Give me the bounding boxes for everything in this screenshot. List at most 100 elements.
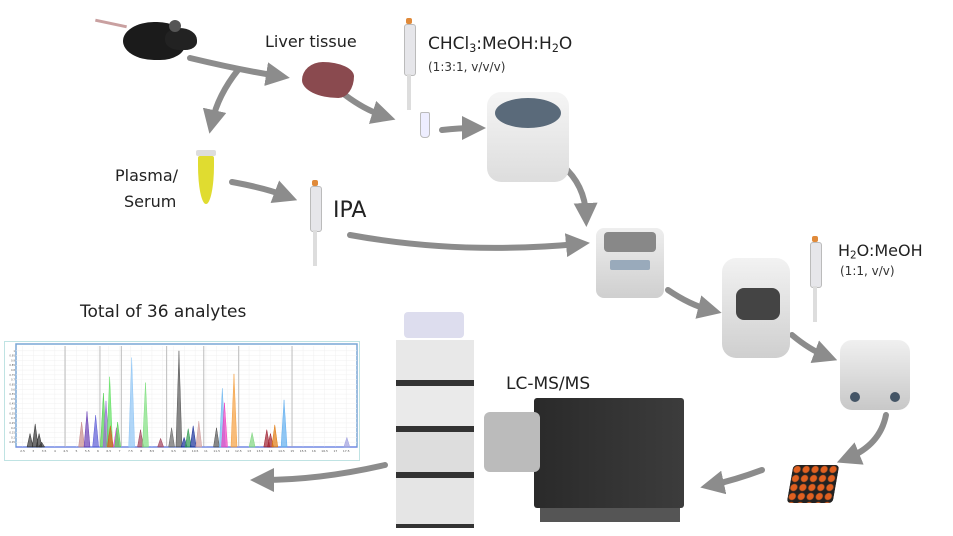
chromatogram-peak [175,350,183,448]
solvent-part: O [558,34,573,54]
subscript: 2 [850,249,857,262]
subscript: 3 [469,41,477,55]
arrow-vials-to-lcms [700,467,765,495]
y-tick-label: 0.8 [11,368,15,372]
plasma-tube-icon [196,150,216,205]
x-tick-label: 16.5 [321,449,328,453]
lcms-label: LC-MS/MS [506,374,591,394]
x-tick-label: 8 [140,449,142,453]
x-tick-label: 15 [290,449,294,453]
x-tick-label: 4 [54,449,56,453]
liver-tissue-label: Liver tissue [265,32,357,51]
x-tick-label: 5 [75,449,77,453]
x-tick-label: 13.5 [257,449,264,453]
y-tick-label: 0.4 [11,407,15,411]
chromatogram-peak [184,428,192,448]
y-tick-label: 0.25 [9,421,15,425]
x-tick-label: 16 [312,449,316,453]
y-tick-label: 0.55 [9,392,15,396]
solvent-part: O:MeOH [856,241,923,260]
y-tick-label: 0.3 [11,416,15,420]
chromatogram-peak [343,436,351,448]
thermomixer-image [596,228,664,298]
mouse-image [95,10,200,65]
y-tick-label: 0.35 [9,411,15,415]
chromatogram-peak [137,429,144,448]
chromatogram-peak [271,424,279,448]
total-analytes-label: Total of 36 analytes [80,302,247,322]
chromatogram-peak [230,373,238,448]
chromatogram-peak [38,441,46,448]
y-tick-label: 0.15 [9,431,15,435]
chromatogram-peak [189,425,197,448]
y-tick-label: 0.85 [9,363,15,367]
pipette-icon [404,18,416,110]
pipette-icon [310,180,322,266]
pipette-icon [810,236,822,322]
arrow-thermomixer-to-speedvac [665,287,722,319]
x-tick-label: 13 [247,449,251,453]
y-tick-label: 0.6 [11,387,15,391]
x-tick-label: 11.5 [213,449,220,453]
x-tick-label: 9.5 [171,449,176,453]
x-tick-label: 3 [32,449,34,453]
mass-spectrometer-image [484,398,688,526]
chromatogram-peak [195,420,203,448]
chromatogram-peak [142,382,149,448]
x-tick-label: 5.5 [85,449,90,453]
x-tick-label: 7.5 [128,449,133,453]
arrow-liver-to-pipette [342,92,396,124]
chromatogram-peak [26,433,34,448]
x-tick-label: 10 [182,449,186,453]
chromatogram-peak [92,415,99,448]
extraction-ratio-label: (1:3:1, v/v/v) [428,60,506,74]
ipa-label: IPA [333,198,367,223]
arrow-ipa-to-thermomixer [347,232,590,258]
x-tick-label: 17.5 [343,449,350,453]
arrow-centrifuge-to-vials [836,412,889,465]
x-tick-label: 6.5 [106,449,111,453]
x-tick-label: 4.5 [63,449,68,453]
x-tick-label: 12.5 [235,449,242,453]
y-tick-label: 0.1 [11,435,15,439]
x-tick-label: 14 [269,449,273,453]
extraction-solvent-label: CHCl3:MeOH:H2O [428,34,572,55]
x-tick-label: 14.5 [278,449,285,453]
solvent-part: :MeOH:H [476,34,552,54]
x-tick-label: 3.5 [42,449,47,453]
x-tick-label: 9 [162,449,164,453]
x-tick-label: 6 [97,449,99,453]
x-tick-label: 8.5 [150,449,155,453]
chromatogram-peak [83,411,91,448]
subscript: 2 [551,41,559,55]
chromatogram-peak [114,421,121,448]
chromatogram-peak [128,357,135,448]
plot-frame [15,343,358,448]
microcentrifuge-image [840,340,910,410]
y-tick-label: 0.7 [11,378,15,382]
arrow-speedvac-to-centrifuge [789,332,838,364]
y-tick-label: 0.75 [9,373,15,377]
y-tick-label: 0.95 [9,354,15,358]
chromatogram-peak [157,437,164,448]
x-tick-label: 7 [119,449,121,453]
reconstitution-ratio-label: (1:1, v/v) [840,264,895,278]
vial-rack-image [786,465,840,503]
y-tick-label: 1 [13,349,15,353]
x-tick-label: 15.5 [300,449,307,453]
hplc-image [396,312,474,528]
chromatogram-peak [31,423,39,448]
plasma-label: Plasma/ [115,166,179,185]
chromatogram-peak [213,427,220,448]
liver-image [302,62,354,98]
speedvac-image [722,258,790,358]
y-tick-label: 0.2 [11,426,15,430]
y-tick-label: 0.05 [9,440,15,444]
x-tick-label: 17 [334,449,338,453]
homogenizer-image [487,92,569,182]
y-tick-label: 0.65 [9,382,15,386]
chromatogram-peak [280,399,288,448]
chromatogram-peak [107,425,114,448]
y-tick-label: 0.45 [9,402,15,406]
